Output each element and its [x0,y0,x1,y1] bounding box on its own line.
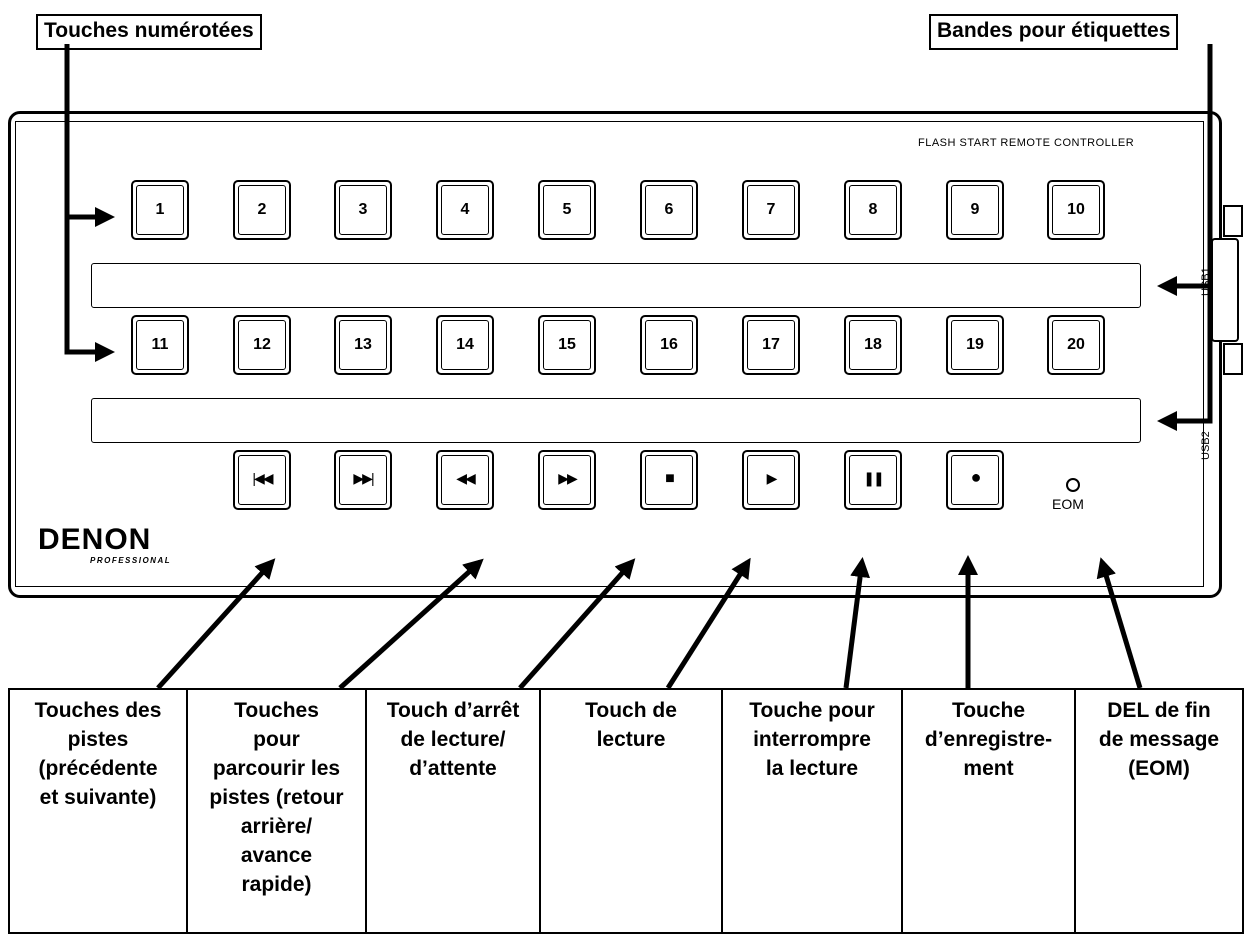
stop-icon: ■ [665,470,675,487]
brand-name: DENON [38,523,152,556]
key-label: 3 [358,201,368,218]
skip-next-key[interactable]: ▶▶| [334,450,392,510]
skip-next-icon: ▶▶| [353,470,374,486]
key-label: 19 [966,336,984,353]
key-label: 12 [253,336,271,353]
key-label: 13 [354,336,372,353]
numbered-key-3[interactable]: 3 [334,180,392,240]
pause-key[interactable]: ❚❚ [844,450,902,510]
key-label: 20 [1067,336,1085,353]
model-label: FLASH START REMOTE CONTROLLER [918,137,1135,149]
rewind-icon: ◀◀ [456,470,476,486]
label-strip-1 [91,263,1141,308]
numbered-keys-callout: Touches numérotées [36,14,262,50]
usb2-label: USB2 [1200,431,1212,460]
remote-controller-body [8,111,1222,598]
record-icon: ● [970,467,982,487]
key-label: 8 [868,201,878,218]
key-label: 15 [558,336,576,353]
label-strips-callout: Bandes pour étiquettes [929,14,1179,50]
legend-play-key: Touch de lecture [541,690,723,932]
numbered-key-17[interactable]: 17 [742,315,800,375]
pause-icon: ❚❚ [863,470,884,486]
side-connector-middle [1211,238,1239,342]
key-label: 18 [864,336,882,353]
numbered-key-9[interactable]: 9 [946,180,1004,240]
numbered-key-14[interactable]: 14 [436,315,494,375]
side-connector-top [1223,205,1243,237]
numbered-key-19[interactable]: 19 [946,315,1004,375]
key-label: 7 [766,201,776,218]
key-label: 1 [155,201,165,218]
key-label: 14 [456,336,474,353]
key-label: 17 [762,336,780,353]
key-label: 10 [1067,201,1085,218]
key-label: 2 [257,201,267,218]
fast-forward-icon: ▶▶ [558,470,578,486]
numbered-key-4[interactable]: 4 [436,180,494,240]
stop-key[interactable]: ■ [640,450,698,510]
usb1-label: USB1 [1200,267,1212,296]
eom-label: EOM [1052,496,1084,512]
eom-led-icon [1066,478,1080,492]
rewind-key[interactable]: ◀◀ [436,450,494,510]
numbered-key-20[interactable]: 20 [1047,315,1105,375]
legend-eom-led: DEL de fin de message (EOM) [1098,699,1220,780]
skip-previous-key[interactable]: |◀◀ [233,450,291,510]
numbered-key-10[interactable]: 10 [1047,180,1105,240]
record-key[interactable]: ● [946,450,1004,510]
numbered-key-12[interactable]: 12 [233,315,291,375]
play-icon: ▶ [766,470,778,486]
key-label: 5 [562,201,572,218]
skip-previous-icon: |◀◀ [252,470,273,486]
fast-forward-key[interactable]: ▶▶ [538,450,596,510]
numbered-key-18[interactable]: 18 [844,315,902,375]
numbered-key-8[interactable]: 8 [844,180,902,240]
label-strip-2 [91,398,1141,443]
key-label: 11 [151,336,169,353]
numbered-key-1[interactable]: 1 [131,180,189,240]
legend-track-keys: Touches des pistes (précédente et suivan… [10,690,188,932]
legend-record-key: Touche d’enregistre- ment [903,690,1076,932]
numbered-key-5[interactable]: 5 [538,180,596,240]
side-connector-bottom [1223,343,1243,375]
legend-pause-key: Touche pour interrompre la lecture [723,690,903,932]
key-label: 6 [664,201,674,218]
numbered-key-11[interactable]: 11 [131,315,189,375]
legend-table: Touches des pistes (précédente et suivan… [8,688,1244,934]
play-key[interactable]: ▶ [742,450,800,510]
key-label: 16 [660,336,678,353]
key-label: 9 [970,201,980,218]
numbered-key-7[interactable]: 7 [742,180,800,240]
key-label: 4 [460,201,470,218]
legend-stop-key: Touch d’arrêt de lecture/ d’attente [367,690,541,932]
legend-search-keys: Touches pour parcourir les pistes (retou… [188,690,367,932]
numbered-key-6[interactable]: 6 [640,180,698,240]
numbered-key-2[interactable]: 2 [233,180,291,240]
brand-logo: DENON PROFESSIONAL [38,524,171,566]
numbered-key-13[interactable]: 13 [334,315,392,375]
numbered-key-15[interactable]: 15 [538,315,596,375]
brand-sub: PROFESSIONAL [90,556,172,565]
numbered-key-16[interactable]: 16 [640,315,698,375]
